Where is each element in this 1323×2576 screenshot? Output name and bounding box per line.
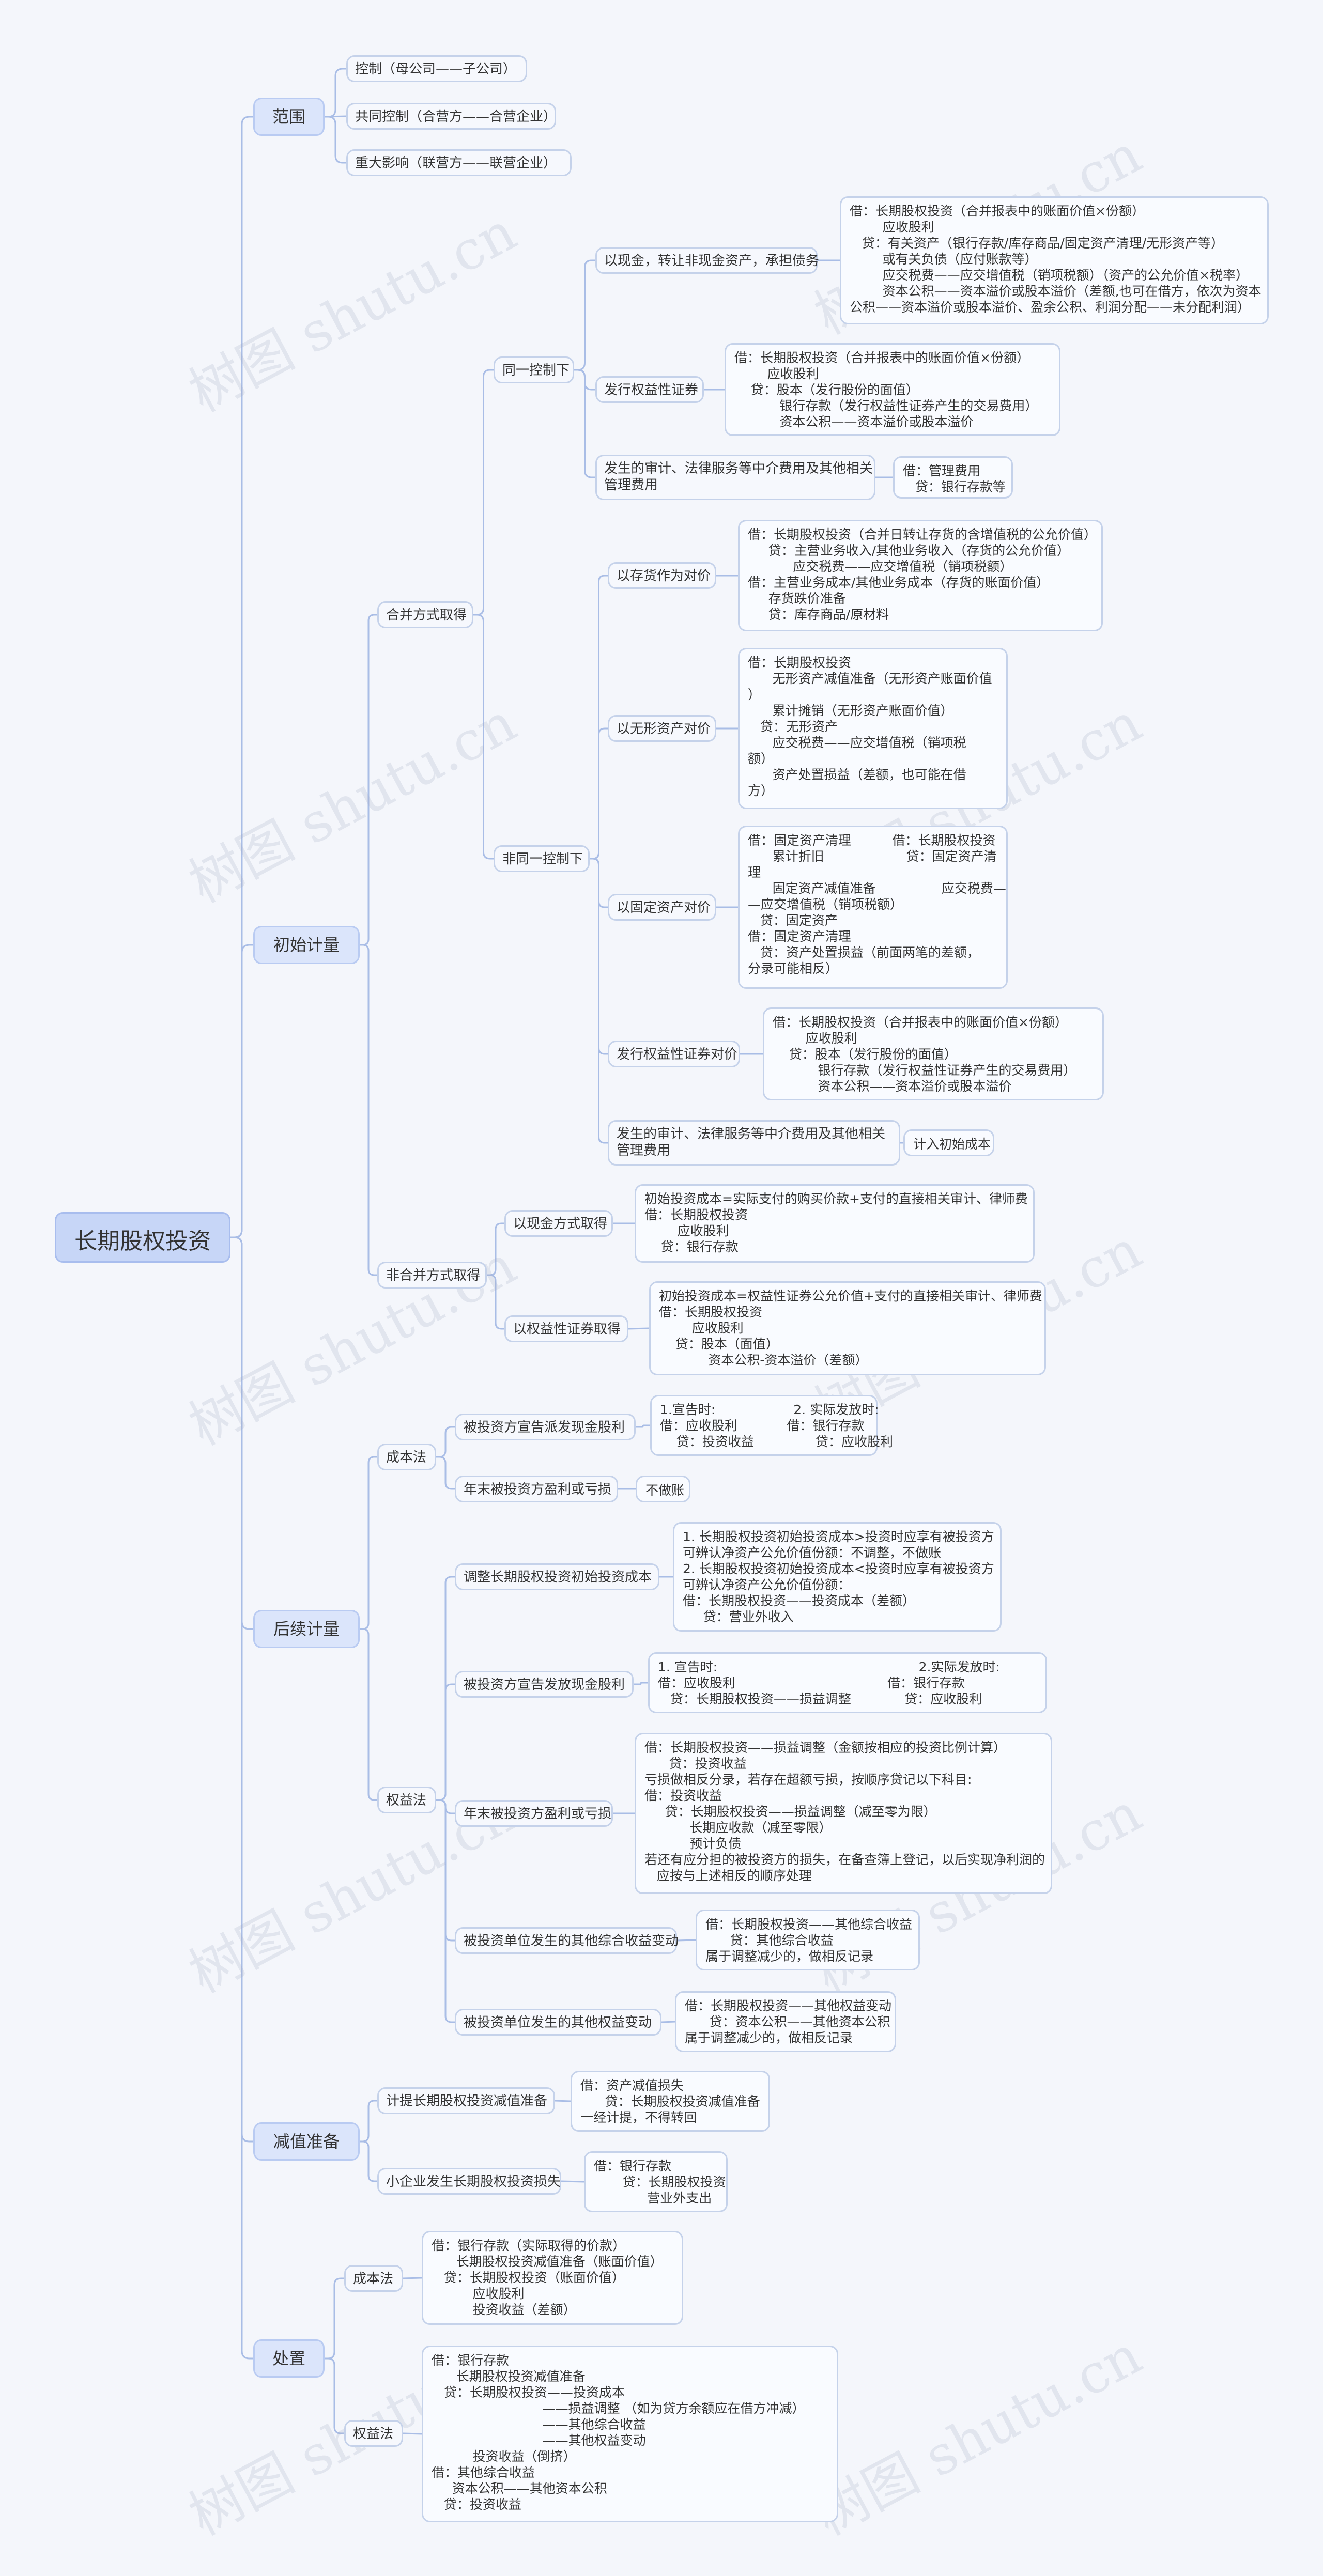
detail-disposal-cost-method: 借：银行存款（实际取得的价款） 长期股权投资减值准备（账面价值） 贷：长期股权投… (422, 2231, 683, 2325)
connector-line (230, 1236, 253, 2360)
connector-line (473, 614, 494, 860)
connector-line (436, 1456, 455, 1490)
connector-line (634, 1682, 648, 1685)
node-equity-adjust-cost[interactable]: 调整长期股权投资初始投资成本 (455, 1563, 659, 1590)
connector-line (436, 1683, 455, 1801)
node-cash-acquisition[interactable]: 以现金方式取得 (504, 1210, 613, 1237)
connector-line (487, 1274, 504, 1330)
detail-non-same-fees: 计入初始成本 (903, 1129, 994, 1156)
root-node[interactable]: 长期股权投资 (55, 1212, 230, 1263)
node-impairment-provision[interactable]: 计提长期股权投资减值准备 (377, 2087, 555, 2114)
node-equity-acquisition[interactable]: 以权益性证券取得 (504, 1315, 628, 1342)
branch-subsequent-measurement[interactable]: 后续计量 (253, 1610, 360, 1648)
detail-equity-adjust-cost: 1. 长期股权投资初始投资成本>投资时应享有被投资方 可辨认净资产公允价值份额：… (673, 1522, 1002, 1632)
connector-line (574, 259, 595, 371)
detail-inventory-consideration: 借：长期股权投资（合并日转让存货的含增值税的公允价值） 贷：主营业务收入/其他业… (738, 520, 1103, 631)
node-same-cash[interactable]: 以现金，转让非现金资产，承担债务 (595, 247, 819, 274)
connector-line (487, 1222, 504, 1276)
detail-disposal-equity-method: 借：银行存款 长期股权投资减值准备 贷：长期股权投资——投资成本 ——损益调整 … (422, 2346, 838, 2522)
detail-same-equity: 借：长期股权投资（合并报表中的账面价值×份额） 应收股利 贷：股本（发行股份的面… (725, 343, 1060, 436)
connector-line (360, 944, 377, 1276)
node-same-control[interactable]: 同一控制下 (494, 356, 574, 383)
detail-equity-acquisition: 初始投资成本=权益性证券公允价值+支付的直接相关审计、律师费 借：长期股权投资 … (649, 1281, 1046, 1375)
node-equity-method[interactable]: 权益法 (377, 1787, 436, 1813)
detail-equity-cash-dividend: 1. 宣告时: 2.实际发放时: 借：应收股利 借：银行存款 贷：长期股权投资—… (648, 1652, 1047, 1713)
node-merge-acquisition[interactable]: 合并方式取得 (377, 601, 473, 628)
node-equity-oci-change[interactable]: 被投资单位发生的其他综合收益变动 (455, 1927, 679, 1954)
detail-equity-oci-change: 借：长期股权投资——其他综合收益 贷：其他综合收益 属于调整减少的，做相反记录 (696, 1910, 920, 1970)
connector-line (561, 2180, 584, 2183)
node-cost-cash-dividend[interactable]: 被投资方宣告派发现金股利 (455, 1414, 636, 1440)
connector-line (360, 2100, 377, 2143)
connector-line (403, 2432, 422, 2435)
branch-scope[interactable]: 范围 (253, 98, 325, 136)
node-same-fees[interactable]: 发生的审计、法律服务等中介费用及其他相关 管理费用 (595, 455, 875, 500)
connector-line (325, 2357, 344, 2434)
connector-line (636, 1424, 650, 1428)
node-equity-other-change[interactable]: 被投资单位发生的其他权益变动 (455, 2009, 662, 2036)
node-cost-profit-loss[interactable]: 年末被投资方盈利或亏损 (455, 1476, 618, 1502)
scope-item-significant-influence[interactable]: 重大影响（联营方——联营企业） (346, 149, 572, 176)
detail-small-enterprise-loss: 借：银行存款 贷：长期股权投资 营业外支出 (584, 2151, 728, 2212)
detail-cost-profit-loss: 不做账 (636, 1476, 690, 1502)
node-equity-cash-dividend[interactable]: 被投资方宣告发放现金股利 (455, 1671, 634, 1698)
node-non-same-fees[interactable]: 发生的审计、法律服务等中介费用及其他相关 管理费用 (608, 1120, 900, 1166)
branch-initial-measurement[interactable]: 初始计量 (253, 926, 360, 964)
connector-line (360, 614, 377, 946)
node-non-same-control[interactable]: 非同一控制下 (494, 845, 590, 872)
connector-line (325, 68, 346, 118)
connector-line (436, 1799, 455, 2023)
node-non-merge-acquisition[interactable]: 非合并方式取得 (377, 1262, 487, 1289)
connector-line (325, 116, 346, 164)
detail-equity-consideration: 借：长期股权投资（合并报表中的账面价值×份额） 应收股利 贷：股本（发行股份的面… (763, 1007, 1104, 1100)
connector-line (436, 1426, 455, 1458)
scope-item-joint-control[interactable]: 共同控制（合营方——合营企业） (346, 103, 557, 130)
branch-impairment[interactable]: 减值准备 (253, 2122, 360, 2161)
connector-line (360, 2140, 377, 2182)
connector-line (360, 1628, 377, 1801)
node-equity-profit-loss[interactable]: 年末被投资方盈利或亏损 (455, 1800, 613, 1827)
detail-intangible-consideration: 借：长期股权投资 无形资产减值准备（无形资产账面价值 ） 累计摊销（无形资产账面… (738, 648, 1008, 809)
detail-same-cash: 借：长期股权投资（合并报表中的账面价值×份额） 应收股利 贷：有关资产（银行存款… (840, 196, 1269, 324)
connector-line (230, 944, 253, 1238)
connector-line (628, 1327, 650, 1330)
branch-disposal[interactable]: 处置 (253, 2339, 325, 2378)
connector-line (590, 727, 608, 860)
node-cost-method[interactable]: 成本法 (377, 1444, 436, 1470)
connector-line (590, 858, 608, 1144)
detail-fixed-asset-consideration: 借：固定资产清理 借：长期股权投资 累计折旧 贷：固定资产清 理 固定资产减值准… (738, 826, 1008, 989)
connector-line (360, 1456, 377, 1630)
node-small-enterprise-loss[interactable]: 小企业发生长期股权投资损失 (377, 2168, 561, 2195)
connector-line (325, 2277, 344, 2360)
connector-line (574, 369, 595, 478)
detail-same-fees: 借：管理费用 贷：银行存款等 (893, 456, 1013, 499)
detail-cost-cash-dividend: 1.宣告时: 2. 实际发放时: 借：应收股利 借：银行存款 贷：投资收益 贷：… (650, 1395, 893, 1456)
node-intangible-consideration[interactable]: 以无形资产对价 (608, 715, 716, 742)
connector-line (676, 1939, 696, 1942)
node-equity-consideration[interactable]: 发行权益性证券对价 (608, 1041, 740, 1067)
node-disposal-equity-method[interactable]: 权益法 (344, 2420, 403, 2447)
detail-equity-profit-loss: 借：长期股权投资——损益调整（金额按相应的投资比例计算） 贷：投资收益 亏损做相… (635, 1733, 1052, 1894)
detail-equity-other-change: 借：长期股权投资——其他权益变动 贷：资本公积——其他资本公积 属于调整减少的，… (675, 1991, 896, 2052)
node-same-equity[interactable]: 发行权益性证券 (595, 376, 704, 403)
connector-line (473, 369, 494, 616)
node-inventory-consideration[interactable]: 以存货作为对价 (608, 562, 716, 589)
detail-impairment-provision: 借：资产减值损失 贷：长期股权投资减值准备 一经计提，不得转回 (571, 2071, 770, 2132)
scope-item-control[interactable]: 控制（母公司——子公司） (346, 55, 527, 82)
node-disposal-cost-method[interactable]: 成本法 (344, 2265, 403, 2292)
detail-cash-acquisition: 初始投资成本=实际支付的购买价款+支付的直接相关审计、律师费 借：长期股权投资 … (635, 1184, 1035, 1263)
node-fixed-asset-consideration[interactable]: 以固定资产对价 (608, 894, 716, 921)
